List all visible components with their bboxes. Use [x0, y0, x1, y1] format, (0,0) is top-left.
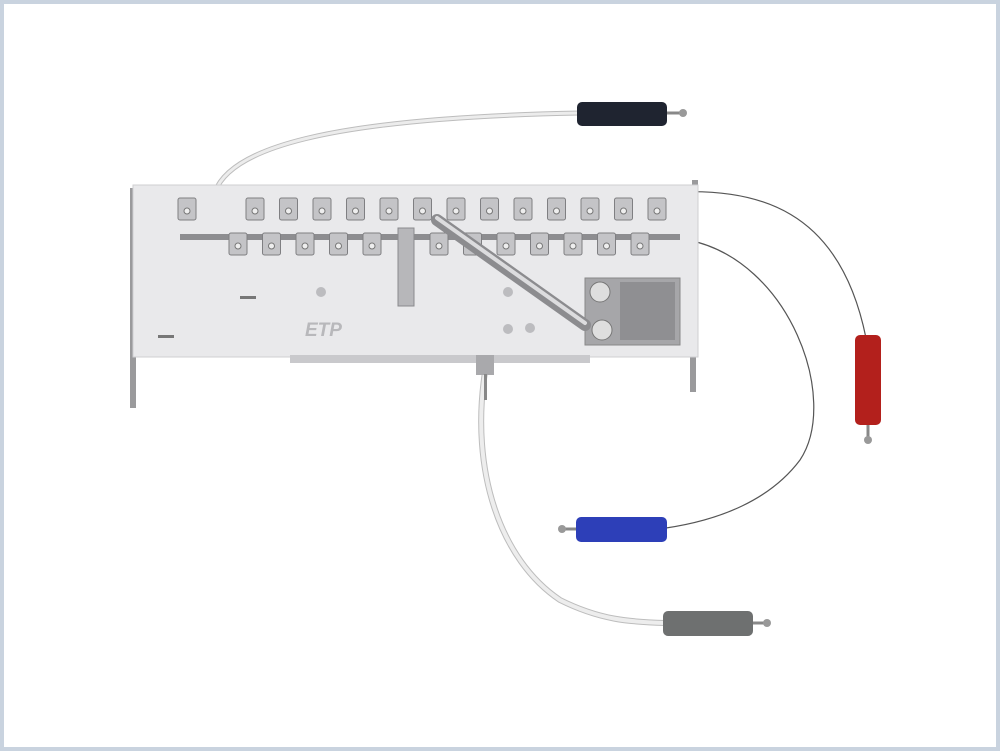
- red-plug-body: [855, 335, 881, 425]
- mounting-hole: [503, 287, 513, 297]
- gray-plug-body: [663, 611, 753, 636]
- screw-icon: [653, 207, 661, 215]
- terminal-clip: [580, 197, 600, 221]
- board-bottom-rail: [290, 355, 590, 363]
- screw-icon: [586, 207, 594, 215]
- terminal-clip: [496, 232, 516, 256]
- terminal-clip: [563, 232, 583, 256]
- screw-icon: [234, 242, 242, 250]
- red-test-plug: [855, 335, 881, 444]
- terminal-clip: [262, 232, 281, 256]
- bottom-clip-row: [228, 232, 650, 256]
- terminal-clip: [429, 232, 449, 256]
- photo-frame: [4, 4, 996, 747]
- metal-rod-highlight: [435, 216, 587, 325]
- board-slot: [158, 335, 174, 338]
- gray-plug-tip: [763, 619, 771, 627]
- terminal-clip: [177, 197, 197, 221]
- terminal-clip: [630, 232, 650, 256]
- screw-icon: [435, 242, 443, 250]
- top-clip-row: [177, 197, 667, 221]
- white-cable-gray-lead-core: [479, 371, 666, 625]
- black-plug-tip: [679, 109, 687, 117]
- blue-test-plug: [558, 517, 667, 542]
- screw-icon: [569, 242, 577, 250]
- terminal-board: ETP: [130, 180, 699, 408]
- terminal-clip: [614, 197, 633, 221]
- screw-icon: [452, 207, 460, 215]
- screw-icon: [301, 242, 309, 250]
- terminal-clip: [346, 197, 365, 221]
- blue-plug-tip: [558, 525, 566, 533]
- terminal-clip: [379, 197, 399, 221]
- terminal-clip: [295, 232, 315, 256]
- blue-plug-body: [576, 517, 667, 542]
- screw-icon: [285, 207, 292, 215]
- red-plug-tip: [864, 436, 872, 444]
- terminal-clip: [362, 232, 382, 256]
- screw-icon: [536, 242, 543, 250]
- terminal-clip: [647, 197, 667, 221]
- terminal-clip: [446, 197, 466, 221]
- screw-icon: [486, 207, 493, 215]
- screw-icon: [183, 207, 191, 215]
- screw-icon: [352, 207, 359, 215]
- gray-test-plug: [663, 611, 771, 636]
- mounting-hole: [316, 287, 326, 297]
- terminal-clip: [279, 197, 298, 221]
- screw-icon: [419, 207, 426, 215]
- terminal-clip: [413, 197, 432, 221]
- board-slot: [240, 296, 256, 299]
- screw-icon: [620, 207, 627, 215]
- black-test-plug: [577, 102, 687, 126]
- terminal-clip: [312, 197, 332, 221]
- mounting-hole: [525, 323, 535, 333]
- terminal-clip: [547, 197, 566, 221]
- etp-logo: ETP: [305, 320, 342, 341]
- ground-terminal: [584, 277, 681, 346]
- screw-icon: [636, 242, 644, 250]
- screw-icon: [502, 242, 510, 250]
- screw-icon: [335, 242, 342, 250]
- terminal-clip: [513, 197, 533, 221]
- screw-icon: [589, 281, 611, 303]
- center-strap: [397, 227, 415, 307]
- black-plug-body: [577, 102, 667, 126]
- terminal-clip: [530, 232, 549, 256]
- thin-wire-blue-lead: [665, 239, 815, 529]
- screw-icon: [603, 242, 610, 250]
- screw-icon: [318, 207, 326, 215]
- screw-icon: [553, 207, 560, 215]
- terminal-clip: [597, 232, 616, 256]
- screw-icon: [251, 207, 259, 215]
- terminal-clip: [480, 197, 499, 221]
- ground-terminal-plate: [620, 282, 675, 340]
- terminal-clip: [228, 232, 248, 256]
- right-bottom-bracket: [690, 350, 696, 392]
- screw-icon: [268, 242, 275, 250]
- mounting-hole: [503, 324, 513, 334]
- screw-icon: [519, 207, 527, 215]
- white-cable-black-lead-core: [213, 111, 581, 193]
- bottom-connector: [476, 355, 494, 375]
- screw-icon: [591, 319, 613, 341]
- screw-icon: [385, 207, 393, 215]
- white-cable-gray-lead: [478, 371, 666, 626]
- terminal-clip: [329, 232, 348, 256]
- bottom-connector-pin: [484, 374, 487, 400]
- terminal-clip: [245, 197, 265, 221]
- screw-icon: [368, 242, 376, 250]
